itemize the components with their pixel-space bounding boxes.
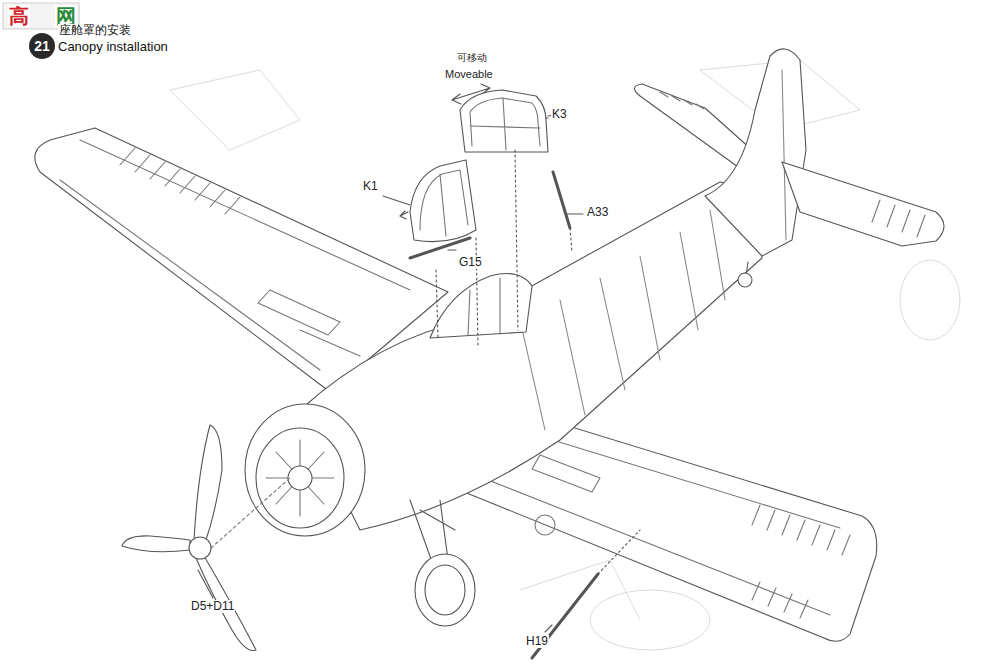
part-number: K1 (362, 180, 379, 193)
step-title-cn: 座舱罩的安装 (58, 24, 132, 37)
watermark: 高 (8, 5, 30, 27)
note-text: Moveable (444, 68, 494, 80)
step-title: Canopy installation (58, 40, 168, 54)
part-number: A33 (586, 206, 609, 219)
note-text: 可移动 (456, 52, 488, 63)
part-number: K3 (551, 108, 568, 121)
step-number: 21 (34, 38, 50, 54)
part-number: D5+D11 (190, 600, 235, 613)
step-number-circle: 21 (29, 33, 55, 59)
part-number: H19 (525, 635, 549, 648)
part-number: G15 (458, 256, 483, 269)
